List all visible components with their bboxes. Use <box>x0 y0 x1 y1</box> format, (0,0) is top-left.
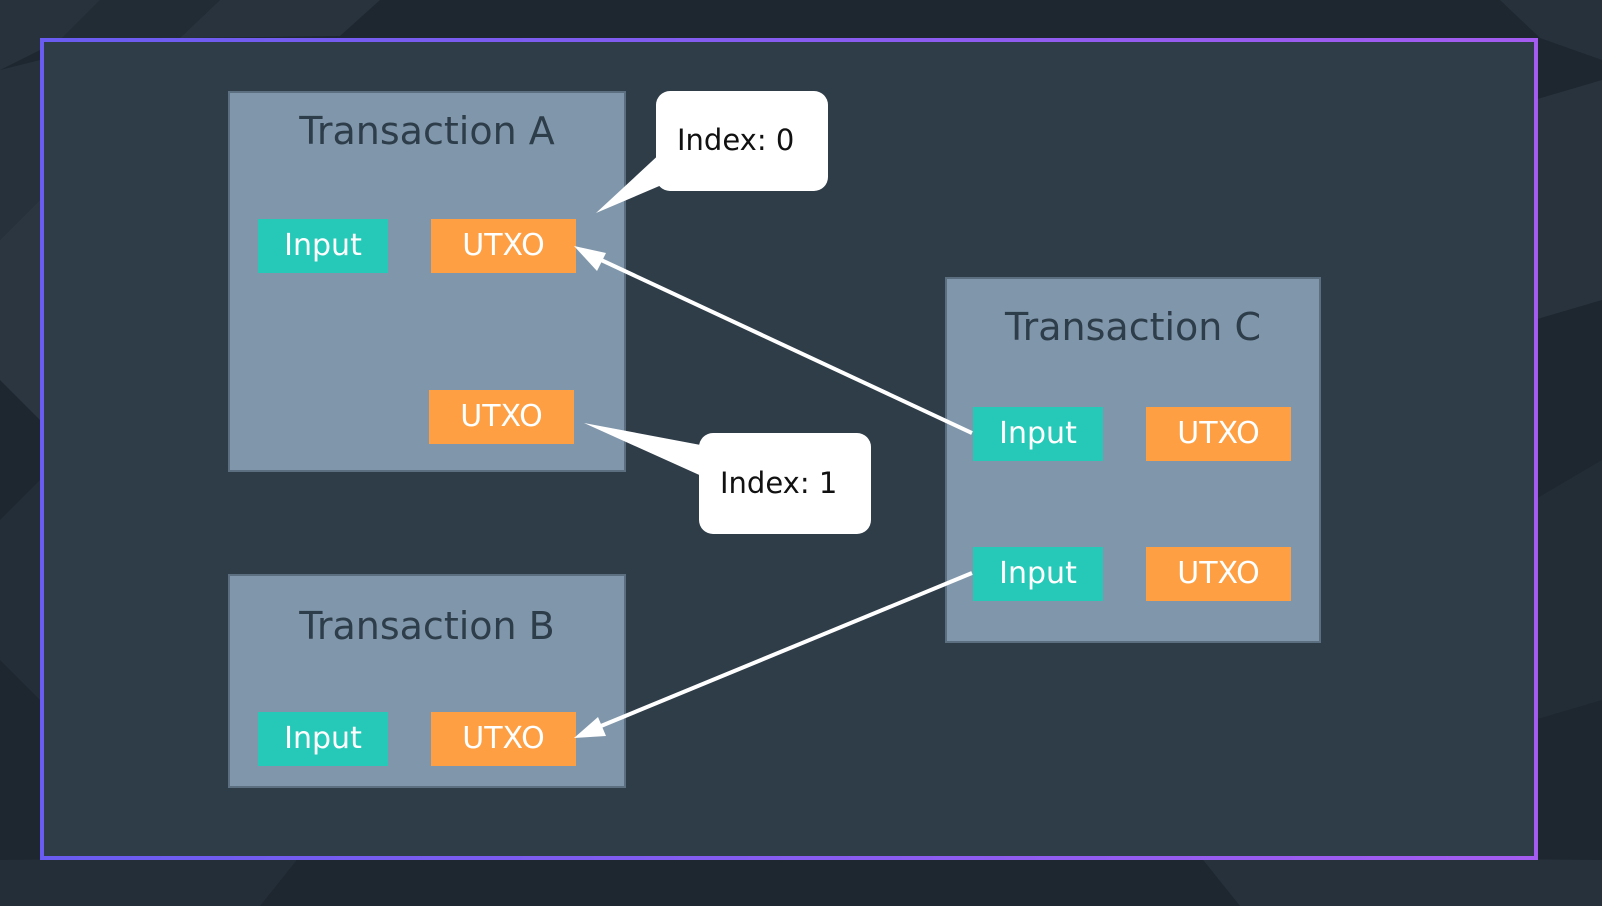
transaction-a-input: Input <box>258 219 388 273</box>
transaction-b-utxo: UTXO <box>431 712 576 766</box>
transaction-a-title: Transaction A <box>299 109 555 153</box>
callout-index-1-label: Index: 1 <box>720 466 838 500</box>
transaction-c-utxo-0: UTXO <box>1146 407 1291 461</box>
transaction-a-box: Transaction A Input UTXO UTXO <box>228 91 626 472</box>
transaction-a-utxo-0: UTXO <box>431 219 576 273</box>
transaction-c-input-0: Input <box>973 407 1103 461</box>
transaction-c-utxo-1: UTXO <box>1146 547 1291 601</box>
callout-index-0-label: Index: 0 <box>677 123 795 157</box>
transaction-b-input: Input <box>258 712 388 766</box>
transaction-a-utxo-1: UTXO <box>429 390 574 444</box>
transaction-c-box: Transaction C Input UTXO Input UTXO <box>945 277 1321 643</box>
transaction-c-input-1: Input <box>973 547 1103 601</box>
transaction-c-title: Transaction C <box>1005 305 1261 349</box>
transaction-b-box: Transaction B Input UTXO <box>228 574 626 788</box>
transaction-b-title: Transaction B <box>299 604 555 648</box>
